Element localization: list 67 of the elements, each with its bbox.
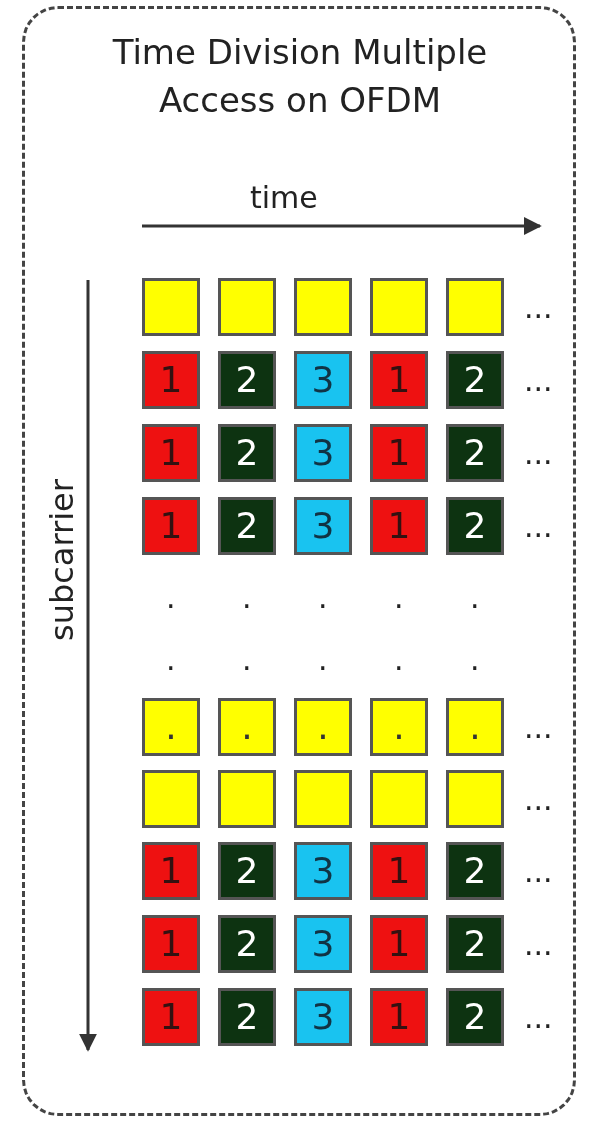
grid-cell: 2 bbox=[446, 497, 504, 555]
title: Time Division Multiple Access on OFDM bbox=[111, 31, 489, 122]
grid-cell: 2 bbox=[446, 424, 504, 482]
grid-cell: 1 bbox=[370, 497, 428, 555]
grid-cell: 2 bbox=[446, 988, 504, 1046]
grid-cell: 2 bbox=[446, 915, 504, 973]
dot: . bbox=[470, 580, 480, 615]
dot: . bbox=[242, 580, 252, 615]
axis-label: subcarrier bbox=[42, 478, 82, 643]
dot: . bbox=[470, 642, 480, 677]
empty-cell bbox=[370, 770, 428, 828]
grid-cell: . bbox=[370, 698, 428, 756]
dot: . bbox=[394, 642, 404, 677]
grid-cell: 1 bbox=[142, 842, 200, 900]
grid-cell: . bbox=[142, 698, 200, 756]
grid-cell: 1 bbox=[370, 424, 428, 482]
grid-cell: 1 bbox=[142, 351, 200, 409]
ellipsis: ... bbox=[524, 1000, 553, 1035]
ellipsis: ... bbox=[524, 927, 553, 962]
dot: . bbox=[166, 580, 176, 615]
grid-cell: 2 bbox=[218, 842, 276, 900]
ellipsis: ... bbox=[524, 509, 553, 544]
empty-cell bbox=[294, 770, 352, 828]
ellipsis: ... bbox=[524, 854, 553, 889]
grid-cell: 2 bbox=[218, 915, 276, 973]
grid-cell: 1 bbox=[370, 842, 428, 900]
grid-cell: 1 bbox=[370, 915, 428, 973]
grid-cell: . bbox=[294, 698, 352, 756]
dot: . bbox=[166, 642, 176, 677]
grid-cell: 2 bbox=[446, 842, 504, 900]
empty-cell bbox=[218, 770, 276, 828]
grid-cell: 2 bbox=[218, 497, 276, 555]
dot: . bbox=[318, 580, 328, 615]
ellipsis: ... bbox=[524, 782, 553, 817]
dot: . bbox=[394, 580, 404, 615]
grid-cell: 1 bbox=[370, 988, 428, 1046]
grid-cell: 1 bbox=[142, 915, 200, 973]
empty-cell bbox=[142, 770, 200, 828]
grid-cell: 3 bbox=[294, 497, 352, 555]
empty-cell bbox=[142, 278, 200, 336]
ellipsis: ... bbox=[524, 290, 553, 325]
grid-cell: 3 bbox=[294, 915, 352, 973]
grid-cell: . bbox=[218, 698, 276, 756]
empty-cell bbox=[446, 770, 504, 828]
grid-cell: 3 bbox=[294, 424, 352, 482]
ellipsis: ... bbox=[524, 710, 553, 745]
dot: . bbox=[242, 642, 252, 677]
grid-cell: 1 bbox=[142, 988, 200, 1046]
grid-cell: 3 bbox=[294, 842, 352, 900]
dot: . bbox=[318, 642, 328, 677]
empty-cell bbox=[446, 278, 504, 336]
grid-cell: 2 bbox=[218, 351, 276, 409]
grid-cell: 2 bbox=[218, 424, 276, 482]
empty-cell bbox=[370, 278, 428, 336]
empty-cell bbox=[218, 278, 276, 336]
grid-cell: 1 bbox=[142, 497, 200, 555]
axis-label: time bbox=[250, 180, 318, 215]
ellipsis: ... bbox=[524, 436, 553, 471]
grid-cell: 2 bbox=[446, 351, 504, 409]
empty-cell bbox=[294, 278, 352, 336]
grid-cell: 2 bbox=[218, 988, 276, 1046]
ellipsis: ... bbox=[524, 363, 553, 398]
grid-cell: 3 bbox=[294, 351, 352, 409]
grid-cell: . bbox=[446, 698, 504, 756]
grid-cell: 3 bbox=[294, 988, 352, 1046]
grid-cell: 1 bbox=[370, 351, 428, 409]
grid-cell: 1 bbox=[142, 424, 200, 482]
